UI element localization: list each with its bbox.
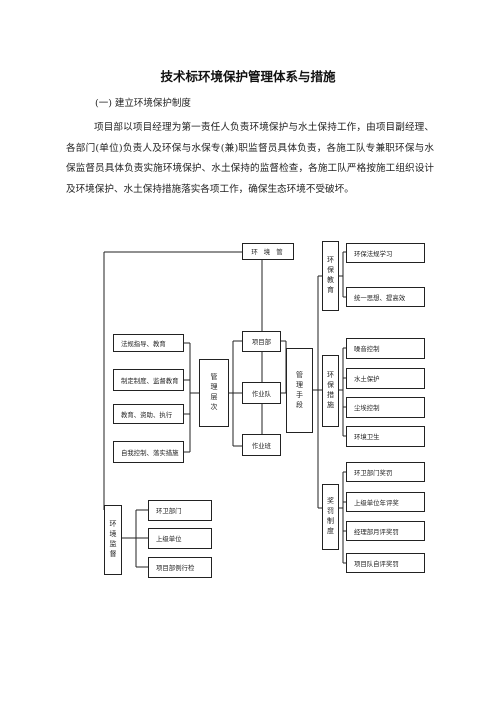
top-node: 环 境 管 [242, 243, 294, 260]
supervision-item: 环卫部门 [148, 500, 212, 521]
body-paragraph: 项目部以项目经理为第一责任人负责环境保护与水土保持工作，由项目副经理、各部门(单… [66, 122, 434, 195]
reward-item: 项目队自评奖罚 [346, 553, 425, 573]
measures-node: 环保措施 [322, 355, 339, 427]
management-means-node: 管理手段 [286, 348, 313, 433]
level-node: 作业班 [242, 434, 281, 456]
measure-item: 噪音控制 [346, 338, 425, 359]
reward-node: 奖罚制度 [322, 484, 339, 550]
education-item: 统一思想、提高效 [346, 287, 425, 307]
level-node: 项目部 [242, 331, 281, 352]
reward-item: 上级单位年评奖 [346, 492, 425, 512]
left-item: 制定制度、监督教育 [113, 369, 184, 391]
education-node: 环保教育 [322, 241, 339, 311]
measure-item: 尘埃控制 [346, 397, 425, 418]
supervision-item: 项目部例行检 [148, 557, 212, 578]
reward-item: 经理部月评奖罚 [346, 521, 425, 541]
supervision-item: 上级单位 [148, 528, 212, 549]
left-item: 自我控制、落实措施 [113, 441, 184, 463]
supervision-node: 环境监督 [104, 505, 122, 575]
left-item: 教育、资助、执行 [113, 404, 184, 424]
document-title: 技术标环境保护管理体系与措施 [160, 69, 336, 84]
measure-item: 环境卫生 [346, 426, 425, 447]
management-level-node: 管理层次 [199, 359, 229, 427]
section-heading: (一) 建立环境保护制度 [95, 98, 191, 109]
education-item: 环保法规学习 [346, 243, 425, 263]
level-node: 作业队 [242, 382, 281, 404]
measure-item: 水土保护 [346, 368, 425, 389]
reward-item: 环卫部门奖罚 [346, 462, 425, 482]
left-item: 法规指导、教育 [113, 334, 184, 352]
